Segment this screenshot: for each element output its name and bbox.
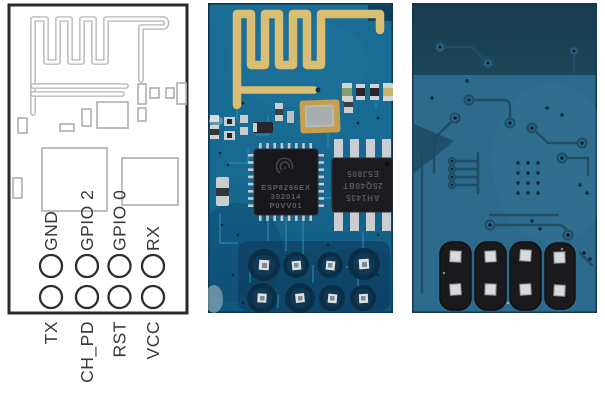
pinout-diagram: GND GPIO 2 GPIO 0 RX TX CH_PD RST VCC [7, 3, 189, 383]
back-pcb-sheen [492, 83, 597, 243]
back-pcb [412, 3, 597, 313]
diagram-esp-chip-outline [41, 147, 108, 212]
back-traces [420, 45, 594, 295]
pin-label-tx: TX [41, 321, 61, 344]
pin-hole [140, 284, 166, 310]
header-block [544, 242, 576, 310]
pin-label-chpd: CH_PD [77, 321, 98, 383]
pin-label-gpio0: GPIO 0 [110, 190, 130, 251]
solder-joint [285, 283, 315, 313]
pin-hole [38, 284, 64, 310]
back-pads [434, 41, 588, 241]
solder-joint [283, 252, 309, 278]
flash-marking-line2: 25Q40BT [342, 181, 382, 190]
diagram-flash-chip-outline [121, 157, 179, 206]
pin-hole [38, 253, 64, 279]
front-flash-chip: AH1435 25Q40BT E5J805 [331, 139, 393, 231]
esp-chip-pins [248, 143, 324, 221]
flash-chip-markings: AH1435 25Q40BT E5J805 [342, 169, 382, 202]
pin-hole [107, 284, 132, 310]
diagram-bottom-pin-labels: TX CH_PD RST VCC [41, 321, 163, 383]
front-crystal [299, 99, 341, 134]
pin-label-rst: RST [110, 321, 130, 358]
front-diode [253, 122, 273, 133]
front-smd-band [344, 102, 353, 107]
diagram-crystal-outline [96, 101, 129, 129]
module-back-photo [412, 3, 597, 313]
flash-marking-line1: AH1435 [345, 193, 379, 202]
esp-chip-marking-line2: 302014 [271, 192, 301, 201]
back-antenna-keepout [412, 3, 597, 75]
front-led-row [342, 83, 393, 101]
front-smd-cluster [209, 103, 294, 140]
solder-joint [319, 285, 345, 311]
back-pin-header [439, 241, 576, 311]
solder-joint [350, 285, 376, 311]
front-solder-joints [247, 248, 380, 313]
pin-label-vcc: VCC [143, 321, 163, 359]
pin-label-gnd: GND [41, 211, 61, 251]
solder-joint [317, 252, 343, 278]
back-copper-gap [412, 123, 454, 175]
header-pin-tops [449, 249, 566, 297]
pin-label-rx: RX [143, 226, 163, 251]
front-antenna-trace [232, 9, 385, 110]
pin-hole [74, 253, 100, 279]
pin-label-gpio2: GPIO 2 [77, 190, 97, 251]
front-flux-smudge [208, 285, 223, 313]
solder-joint [348, 248, 380, 280]
flash-pin1-dot [384, 161, 390, 167]
back-via-dots [430, 79, 592, 261]
header-block [439, 241, 472, 311]
pin-hole [140, 253, 166, 279]
solder-joint [247, 283, 277, 313]
diagram-antenna-trace [30, 16, 170, 116]
front-led-yellow [383, 83, 393, 101]
diagram-component-outlines [12, 82, 187, 212]
esp-chip-marking-line3: P0VV01 [270, 201, 303, 210]
espressif-logo-icon [275, 157, 294, 174]
flash-chip-body [331, 157, 393, 213]
front-led-green [342, 83, 352, 101]
module-front-photo: ESP8266EX 302014 P0VV01 AH1435 25Q40BT E… [208, 3, 393, 313]
header-block [509, 241, 542, 311]
front-esp8266-chip: ESP8266EX 302014 P0VV01 [248, 143, 324, 221]
diagram-pin-holes [38, 253, 166, 310]
antenna-feed-via [315, 87, 321, 93]
esp-chip-marking-line1: ESP8266EX [261, 183, 311, 192]
diagram-top-pin-labels: GND GPIO 2 GPIO 0 RX [41, 190, 163, 251]
front-capacitor-band [216, 188, 229, 196]
header-block [474, 241, 507, 311]
esp-chip-body [253, 148, 319, 216]
pin-hole [74, 284, 100, 310]
pin-hole [107, 253, 132, 279]
solder-joint [248, 249, 280, 281]
flash-chip-legs [334, 139, 391, 231]
flash-marking-line3: E5J805 [346, 169, 378, 178]
